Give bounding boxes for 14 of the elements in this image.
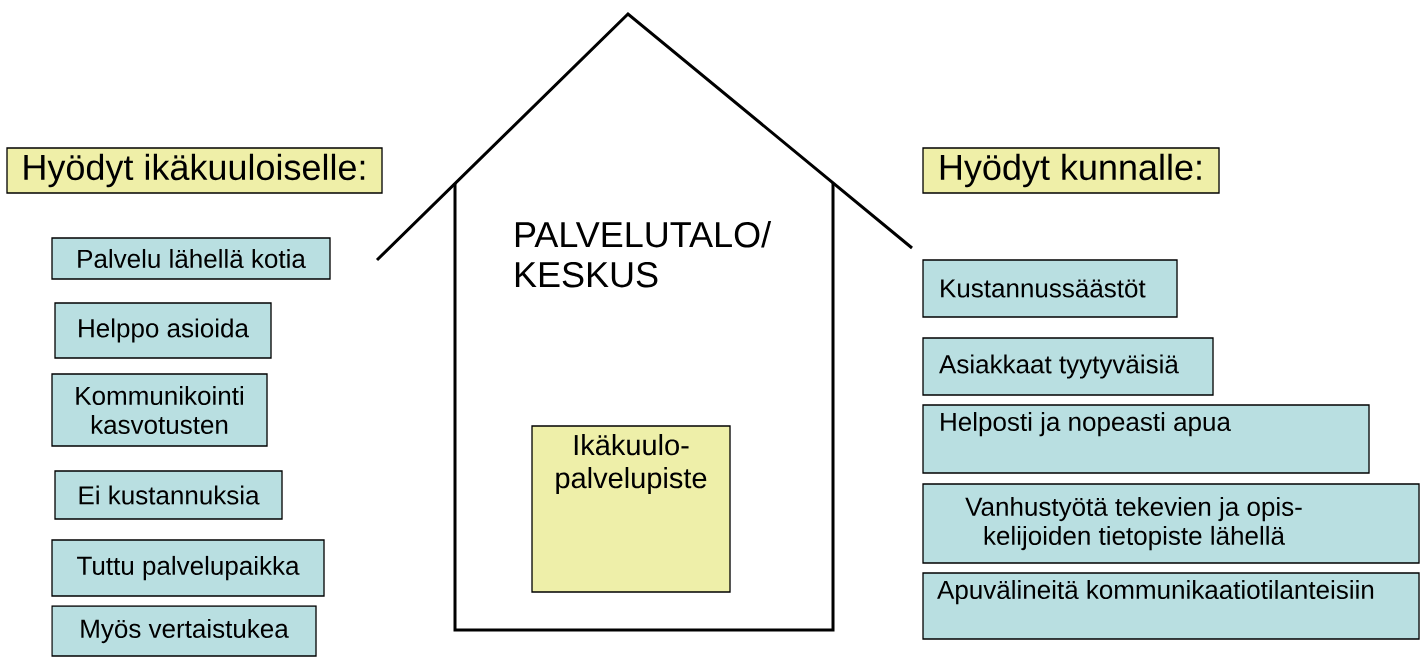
benefit-box: Myös vertaistukea bbox=[51, 605, 317, 657]
service-point-box: Ikäkuulo- palvelupiste bbox=[531, 425, 731, 593]
benefit-box: Tuttu palvelupaikka bbox=[51, 539, 325, 597]
heading-box: Hyödyt ikäkuuloiselle: bbox=[6, 147, 383, 194]
benefit-box: Helposti ja nopeasti apua bbox=[922, 404, 1370, 474]
heading-box: Hyödyt kunnalle: bbox=[922, 147, 1220, 194]
benefit-box: Vanhustyötä tekevien ja opis- kelijoiden tietopiste lähellä bbox=[922, 483, 1420, 564]
benefit-box: Kustannussäästöt bbox=[922, 259, 1178, 318]
benefit-box: Ei kustannuksia bbox=[54, 470, 283, 520]
benefit-box: Apuvälineitä kommunikaatiotilanteisiin bbox=[922, 572, 1420, 640]
benefit-box: Helppo asioida bbox=[54, 302, 272, 359]
benefit-box: Asiakkaat tyytyväisiä bbox=[922, 337, 1214, 396]
benefit-box: Kommunikointi kasvotusten bbox=[51, 373, 268, 447]
benefit-box: Palvelu lähellä kotia bbox=[51, 237, 331, 280]
